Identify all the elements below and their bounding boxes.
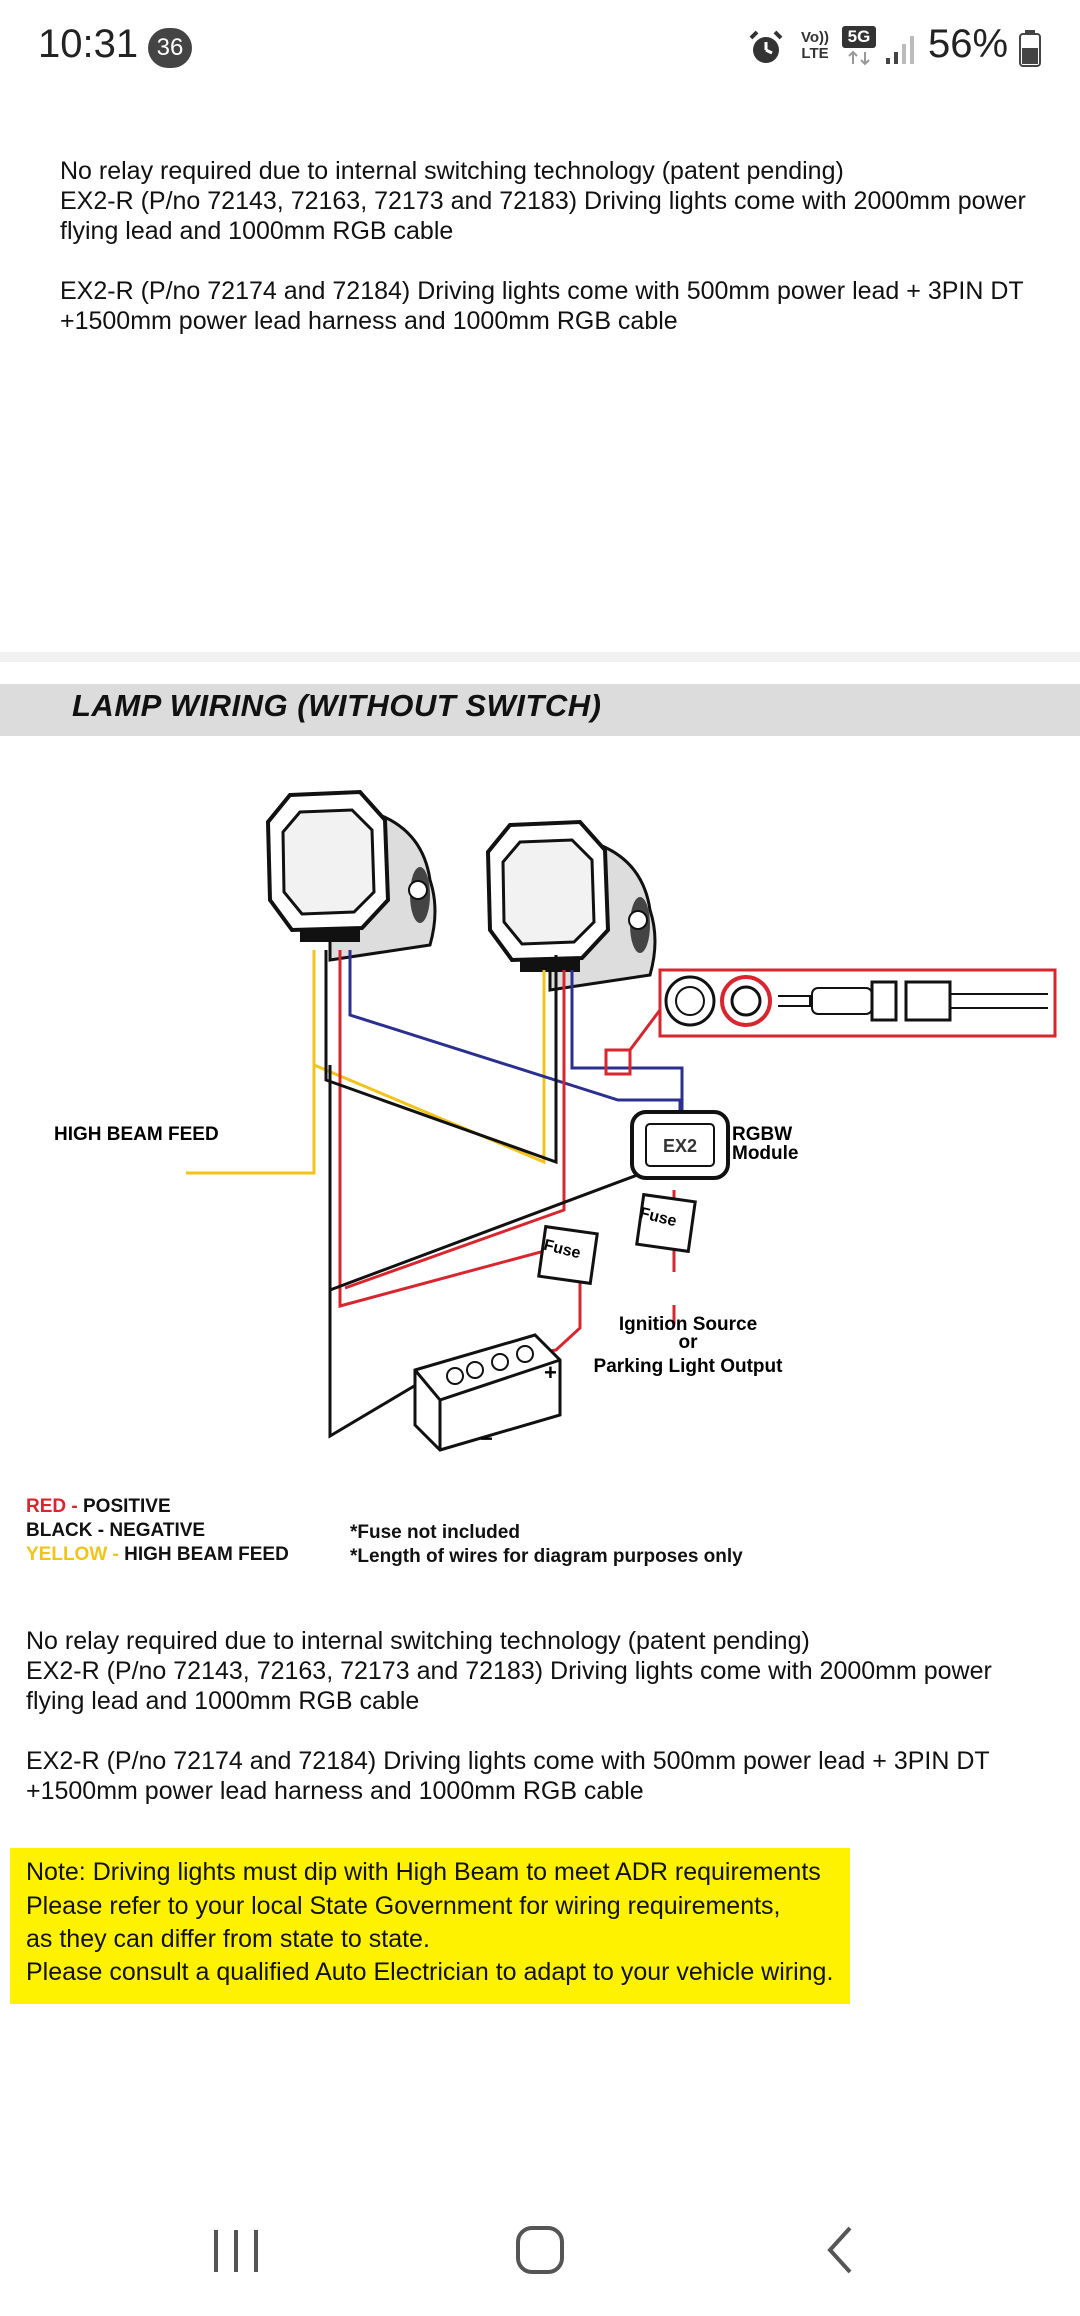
- relay-note-bottom: No relay required due to internal switch…: [26, 1627, 810, 1655]
- high-beam-feed-label: HIGH BEAM FEED: [54, 1124, 219, 1145]
- legend-yellow-word: YELLOW -: [26, 1544, 125, 1565]
- battery: − +: [413, 1333, 562, 1452]
- driving-lamp-left: [265, 789, 437, 962]
- note-line-2: Please refer to your local State Governm…: [26, 1892, 781, 1920]
- volte-text: Vo)): [800, 29, 830, 46]
- lead-info-1: EX2-R (P/no 72143, 72163, 72173 and 7218…: [60, 187, 1026, 245]
- volte-icon: Vo)) LTE: [798, 30, 832, 62]
- lead-info-bottom-2: EX2-R (P/no 72174 and 72184) Driving lig…: [26, 1747, 990, 1805]
- parking-light-label: Parking Light Output: [594, 1356, 784, 1377]
- lead-info-2: EX2-R (P/no 72174 and 72184) Driving lig…: [60, 277, 1024, 335]
- battery-minus: −: [480, 1426, 493, 1451]
- fuse-battery: Fuse: [537, 1224, 599, 1286]
- rgbw-label: RGBW: [732, 1124, 792, 1145]
- top-text-block: No relay required due to internal switch…: [60, 156, 1040, 336]
- black-wire-right: [324, 950, 558, 1165]
- legend-yellow: YELLOW - HIGH BEAM FEED: [26, 1544, 289, 1566]
- note-line-1: Note: Driving lights must dip with High …: [26, 1858, 821, 1886]
- red-wire-battery: [544, 1280, 582, 1354]
- module-logo: EX2: [663, 1136, 697, 1156]
- blue-wire-left: [348, 950, 682, 1112]
- data-arrows-icon: [848, 50, 870, 66]
- wiring-diagram: EX2 RGBW Module Fuse Fuse − + HIGH BEAM …: [54, 789, 1057, 1452]
- home-icon[interactable]: [512, 2222, 568, 2278]
- red-wire-left: [338, 950, 566, 1308]
- battery-plus: +: [544, 1360, 557, 1385]
- note-line-3: as they can differ from state to state.: [26, 1925, 430, 1953]
- signal-icon: [886, 36, 914, 64]
- driving-lamp-right: [485, 819, 657, 992]
- lte-text: LTE: [801, 45, 829, 62]
- blue-wire-right: [570, 970, 684, 1112]
- note-line-4: Please consult a qualified Auto Electric…: [26, 1958, 834, 1986]
- fuse-ignition: Fuse: [635, 1192, 697, 1254]
- ignition-source-label: Ignition Source: [619, 1314, 757, 1335]
- ignition-or-label: or: [679, 1332, 699, 1353]
- legend-note-fuse: *Fuse not included: [350, 1522, 520, 1543]
- battery-icon: [1019, 30, 1041, 67]
- battery-percent: 56%: [928, 22, 1009, 66]
- yellow-wire-right: [313, 970, 546, 1165]
- legend-yellow-desc: HIGH BEAM FEED: [124, 1544, 289, 1565]
- section-header-bar: [0, 684, 1080, 736]
- notification-count-badge: 36: [148, 28, 192, 68]
- connector-junction: [604, 1048, 632, 1076]
- legend-black: BLACK - NEGATIVE: [26, 1520, 206, 1541]
- relay-note: No relay required due to internal switch…: [60, 157, 844, 185]
- rgbw-module: EX2: [630, 1110, 730, 1180]
- module-label: Module: [732, 1143, 799, 1164]
- connector-detail: [658, 968, 1057, 1038]
- recents-icon[interactable]: [208, 2224, 264, 2278]
- alarm-icon: [749, 30, 783, 63]
- red-wire-right: [344, 970, 566, 1290]
- legend-note-length: *Length of wires for diagram purposes on…: [350, 1546, 743, 1567]
- 5g-icon: 5G: [842, 26, 876, 48]
- legend-red: RED - POSITIVE: [26, 1496, 171, 1518]
- status-bar: 10:31 36 Vo)) LTE 5G 56%: [0, 0, 1080, 96]
- black-wire-module: [329, 1172, 641, 1292]
- lead-info-bottom-1: EX2-R (P/no 72143, 72163, 72173 and 7218…: [26, 1657, 992, 1715]
- yellow-wire-left: [186, 950, 316, 1175]
- section-divider: [0, 652, 1080, 662]
- bottom-text-block: No relay required due to internal switch…: [26, 1626, 1026, 1806]
- adr-note-box: [10, 1848, 850, 2004]
- navigation-bar: [0, 2200, 1080, 2316]
- legend-red-word: RED -: [26, 1496, 83, 1517]
- legend-red-desc: POSITIVE: [83, 1496, 171, 1517]
- back-icon[interactable]: [820, 2222, 860, 2278]
- section-title: LAMP WIRING (WITHOUT SWITCH): [72, 688, 602, 723]
- status-clock: 10:31: [38, 22, 139, 66]
